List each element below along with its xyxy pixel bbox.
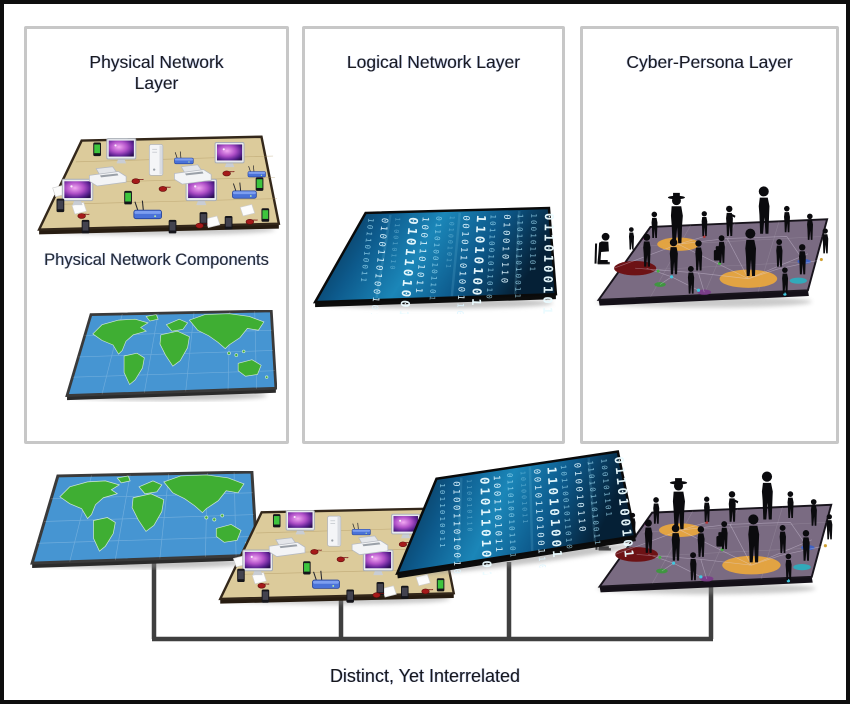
physical-components-caption: Physical Network Components (44, 251, 269, 269)
panel-physical-network-layer: Physical Network Layer Physical Network … (24, 26, 289, 444)
interrelated-caption: Distinct, Yet Interrelated (329, 666, 521, 686)
panel-title: Logical Network Layer (346, 52, 521, 72)
persona-silhouettes-graphic (585, 177, 835, 321)
binary-code-graphic (311, 205, 559, 314)
panel-logical-network-layer: Logical Network Layer (302, 26, 565, 444)
network-devices-graphic (33, 129, 285, 245)
world-map-graphic (65, 310, 277, 402)
panel-title: Physical Network Layer (89, 52, 224, 93)
panel-title: Cyber-Persona Layer (626, 52, 793, 72)
panel-cyber-persona-layer: Cyber-Persona Layer (580, 26, 839, 444)
